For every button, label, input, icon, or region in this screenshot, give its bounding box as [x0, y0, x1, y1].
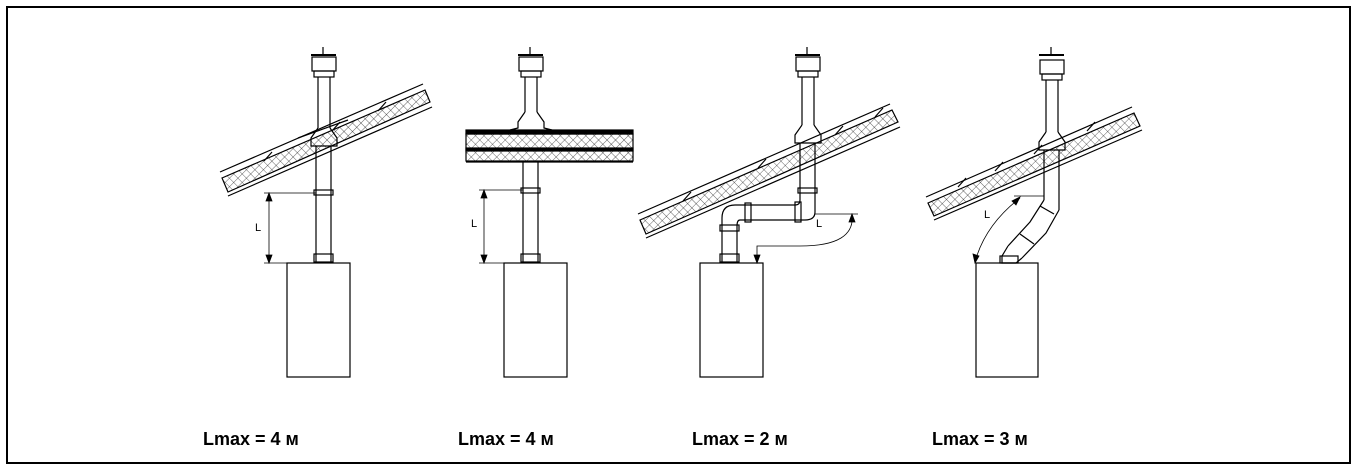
dimension-label: L	[984, 209, 990, 221]
figure-2-flat-roof-straight	[465, 47, 634, 378]
roof-flat	[465, 129, 634, 163]
roof-sloped	[637, 103, 901, 239]
dimension-l	[972, 195, 1044, 265]
figure-3-sloped-roof-offset	[637, 47, 901, 378]
caption-figure-1: Lmax = 4 м	[203, 429, 299, 449]
caption-figure-4: Lmax = 3 м	[932, 429, 1028, 449]
flue-pipe	[999, 47, 1066, 264]
diagram-frame	[6, 6, 1351, 464]
boiler-body	[975, 262, 1039, 378]
dimension-l	[264, 191, 316, 265]
flue-pipe	[297, 47, 349, 263]
caption-figure-2: Lmax = 4 м	[458, 429, 554, 449]
caption-figure-3: Lmax = 2 м	[692, 429, 788, 449]
flue-pipe	[719, 47, 822, 263]
roof-sloped	[219, 83, 433, 197]
dimension-label: L	[255, 222, 261, 234]
flue-pipe	[509, 47, 553, 263]
boiler-body	[286, 262, 351, 378]
dimension-l	[479, 188, 523, 265]
boiler-body	[699, 262, 764, 378]
roof-sloped	[925, 106, 1143, 221]
dimension-label: L	[471, 218, 477, 230]
figure-1-sloped-roof-straight	[219, 47, 433, 378]
figure-4-sloped-roof-angled	[925, 47, 1143, 378]
boiler-body	[503, 262, 568, 378]
dimension-l	[753, 212, 858, 265]
dimension-label: L	[816, 218, 822, 230]
